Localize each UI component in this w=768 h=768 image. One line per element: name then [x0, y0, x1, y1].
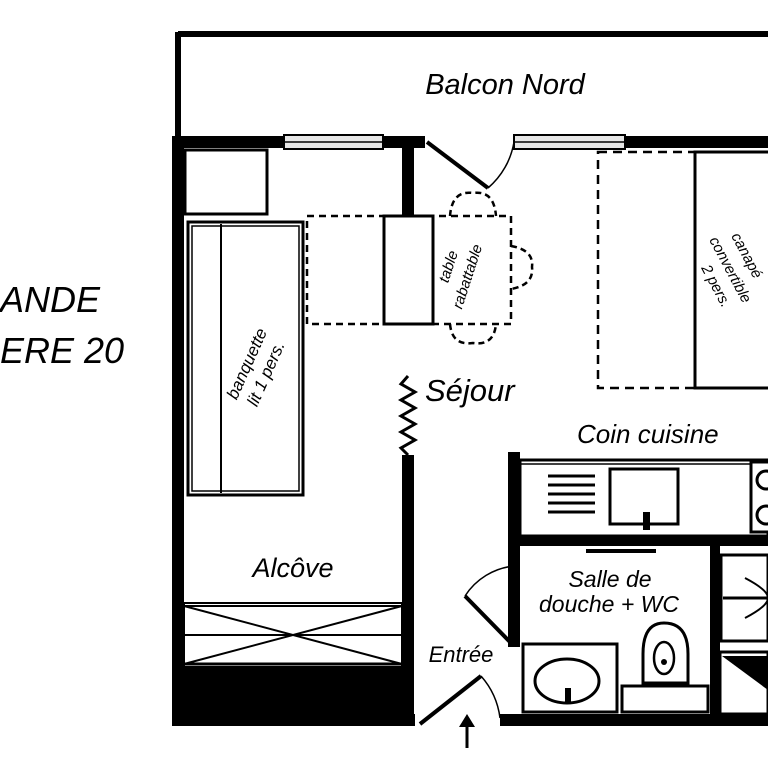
window-left	[283, 134, 384, 150]
kitchen-wall-left	[508, 452, 520, 647]
balcony-door	[425, 140, 515, 190]
window-right	[513, 134, 626, 150]
room-label-kitchen: Coin cuisine	[577, 419, 719, 449]
corner-storage	[718, 650, 768, 716]
alcove-partition-wall	[402, 148, 414, 726]
entrance-arrow-icon	[459, 714, 475, 748]
room-label-bathroom-line2: douche + WC	[539, 591, 679, 617]
accordion-curtain	[397, 375, 419, 457]
washbasin-icon	[521, 642, 619, 714]
sofa-bed	[596, 150, 768, 390]
top-wall	[172, 136, 768, 148]
storage-cabinet	[183, 148, 269, 216]
room-label-alcove: Alcôve	[250, 553, 333, 583]
bathroom-door	[463, 565, 515, 645]
room-label-living: Séjour	[425, 373, 516, 408]
bench-bed	[186, 220, 305, 497]
left-outer-wall	[172, 136, 184, 726]
room-label-entrance: Entrée	[429, 642, 494, 667]
folding-table	[305, 191, 534, 345]
bottom-wall	[172, 714, 768, 726]
bathroom-wall-right	[710, 546, 720, 714]
building-name-line1: ANDE	[0, 279, 101, 320]
toilet-icon	[620, 621, 710, 714]
kitchen-wall-bottom	[508, 536, 768, 546]
room-label-bathroom-line1: Salle de	[568, 566, 651, 592]
hob-icon	[749, 460, 768, 534]
room-label-balcony: Balcon Nord	[425, 69, 585, 101]
balcony-outline	[175, 31, 768, 140]
kitchen-sink-icon	[608, 467, 680, 530]
drainer-icon	[548, 474, 595, 514]
alcove-wardrobe	[183, 602, 403, 715]
bathroom-towel-rail	[586, 549, 656, 553]
entrance-door	[418, 674, 501, 726]
building-name-line2: ERE 20	[0, 330, 124, 371]
appliance-unit	[719, 553, 768, 643]
